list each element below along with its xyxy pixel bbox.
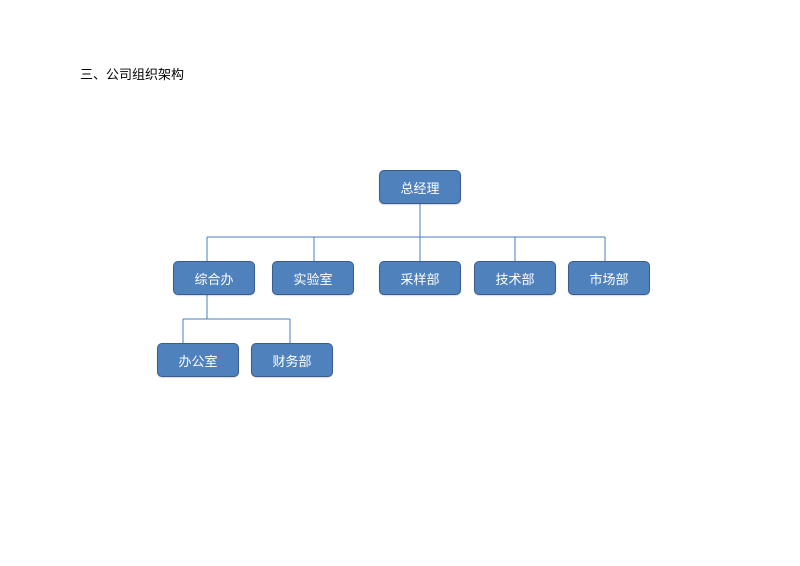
node-label: 采样部	[400, 272, 440, 288]
node-label: 技术部	[495, 272, 535, 288]
node-technical-dept: 技术部	[474, 261, 556, 295]
node-finance-dept: 财务部	[251, 343, 333, 377]
node-label: 实验室	[293, 272, 333, 288]
node-general-office: 综合办	[173, 261, 255, 295]
node-label: 综合办	[194, 272, 234, 288]
node-label: 总经理	[400, 181, 440, 197]
section-heading: 三、公司组织架构	[80, 68, 185, 83]
node-office: 办公室	[157, 343, 239, 377]
node-label: 财务部	[272, 354, 312, 370]
node-laboratory: 实验室	[272, 261, 354, 295]
node-label: 市场部	[589, 272, 629, 288]
node-label: 办公室	[178, 354, 218, 370]
node-general-manager: 总经理	[379, 170, 461, 204]
node-marketing-dept: 市场部	[568, 261, 650, 295]
node-sampling-dept: 采样部	[379, 261, 461, 295]
